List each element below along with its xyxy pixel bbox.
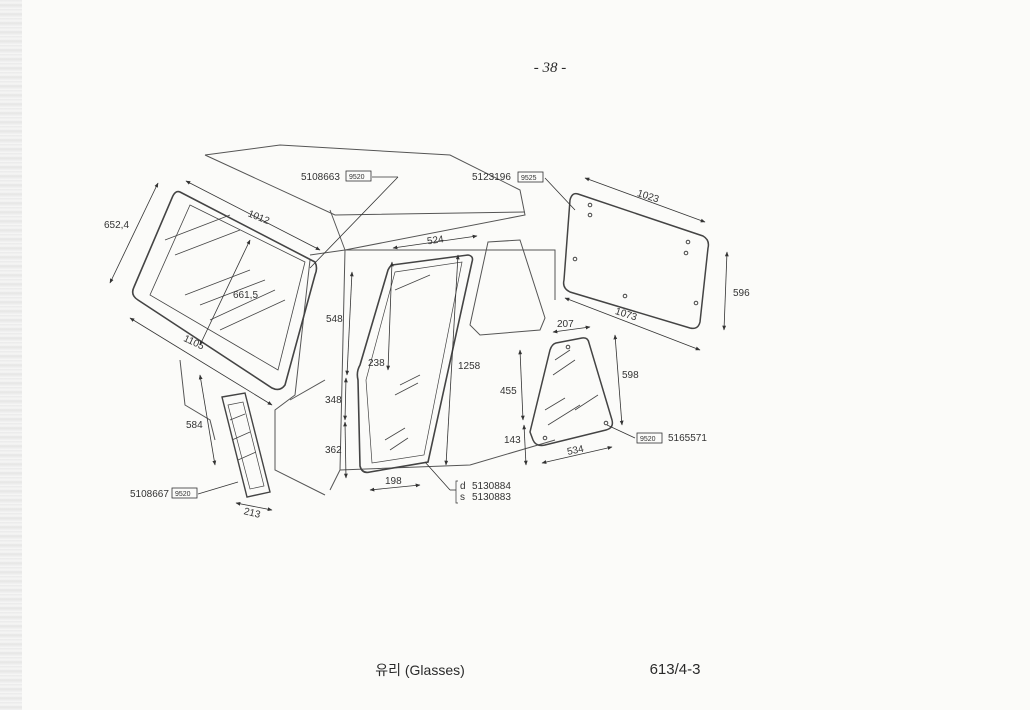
dim-side-top: 207 xyxy=(557,319,574,330)
small-glass-code: 9520 xyxy=(175,491,191,498)
small-glass-code-box xyxy=(171,487,198,499)
roof-glass-part-number: 5108663 xyxy=(301,172,340,183)
page-number: - 38 - xyxy=(533,60,567,76)
side-glass-code-box xyxy=(636,432,663,444)
dim-small-bottom: 213 xyxy=(243,506,262,521)
windshield-glass xyxy=(131,190,318,391)
door-glass-prefix-d: d xyxy=(460,481,466,492)
dim-door-lower: 362 xyxy=(325,445,342,456)
dim-door-bottom: 198 xyxy=(385,476,402,487)
roof-glass-code: 9520 xyxy=(349,174,365,181)
door-glass-prefix-s: s xyxy=(460,492,465,503)
dim-rear-top: 1023 xyxy=(636,188,661,205)
dim-side-right: 598 xyxy=(622,370,639,381)
small-glass-part-number: 5108667 xyxy=(130,489,169,500)
door-glass-bracket xyxy=(455,480,458,504)
dim-side-left: 455 xyxy=(500,386,517,397)
document-code: 613/4-3 xyxy=(649,661,701,678)
side-glass-code: 9520 xyxy=(640,436,656,443)
dim-door-upper: 548 xyxy=(326,314,343,325)
dim-windshield-top: 1012 xyxy=(246,209,271,228)
dim-door-top: 524 xyxy=(426,234,444,247)
roof-glass-code-box xyxy=(345,170,372,182)
dim-side-bottom: 534 xyxy=(566,444,585,458)
dim-rear-bottom: 1073 xyxy=(614,306,639,323)
dim-side-small: 143 xyxy=(504,435,521,446)
small-glass-dimensions xyxy=(197,374,273,512)
dim-door-inner: 238 xyxy=(368,358,385,369)
dim-rear-height: 596 xyxy=(733,288,750,299)
windshield-dimensions xyxy=(109,180,321,406)
door-glass-part-number-d: 5130884 xyxy=(472,481,511,492)
caption: 유리 (Glasses) xyxy=(375,662,465,678)
dim-small-height: 584 xyxy=(186,420,203,431)
side-glass-part-number: 5165571 xyxy=(668,433,707,444)
rear-glass-part-number: 5123196 xyxy=(472,172,511,183)
side-glass-dimensions xyxy=(518,325,636,466)
rear-glass-code: 9525 xyxy=(521,175,537,182)
door-glass-part-number-s: 5130883 xyxy=(472,492,511,503)
dim-windshield-height: 652,4 xyxy=(104,220,129,231)
dim-door-height: 1258 xyxy=(458,361,481,372)
rear-glass-dimensions xyxy=(544,177,729,351)
side-glass xyxy=(529,337,614,447)
dim-door-mid: 348 xyxy=(325,395,342,406)
cab-outline xyxy=(179,144,556,496)
dim-windshield-bottom: 1105 xyxy=(182,333,207,352)
small-glass xyxy=(221,392,271,498)
dim-windshield-diagonal: 661,5 xyxy=(233,290,258,301)
rear-glass-code-box xyxy=(517,171,544,183)
side-window-opening xyxy=(469,239,546,336)
scan-edge xyxy=(0,0,22,710)
rear-glass xyxy=(562,192,710,330)
door-glass-dimensions xyxy=(343,234,478,492)
